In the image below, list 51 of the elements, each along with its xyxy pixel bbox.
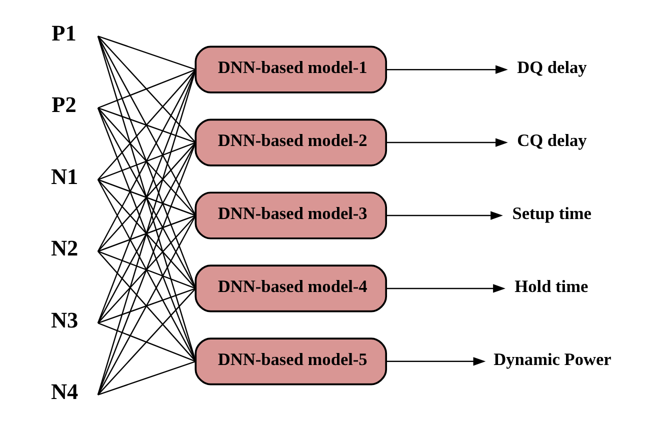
connector (96, 36, 196, 362)
node-box: DNN-based model-3 (194, 191, 387, 239)
node-text: Setup time (512, 203, 591, 222)
connector (96, 35, 196, 216)
connector (97, 250, 196, 289)
connector (97, 360, 196, 395)
connector (97, 250, 196, 362)
connector (97, 68, 196, 108)
connector (96, 178, 196, 362)
node-box: DNN-based model-1 (194, 45, 387, 93)
connector (96, 214, 196, 395)
connector (97, 142, 196, 252)
connector (97, 322, 196, 362)
connector (96, 142, 196, 395)
arrow (386, 356, 486, 366)
node-text: N3 (50, 306, 78, 332)
connector (97, 68, 196, 180)
node-text: N4 (50, 378, 78, 404)
node-text: CQ delay (516, 130, 586, 150)
connector (97, 214, 196, 323)
node-text: DQ delay (516, 57, 586, 76)
connector (97, 178, 196, 288)
arrow (386, 284, 505, 292)
connector (97, 178, 196, 216)
node-box: DNN-based model-4 (194, 264, 387, 312)
connector (96, 142, 196, 323)
connector (96, 68, 196, 252)
connector (97, 214, 196, 252)
node-text: P1 (51, 20, 76, 45)
connector (97, 288, 196, 395)
connector (97, 35, 196, 70)
arrow (386, 138, 508, 146)
connector (97, 141, 196, 180)
node-text: Hold time (514, 276, 588, 296)
node-text: Dynamic Power (493, 349, 611, 368)
connector (97, 287, 196, 324)
connector (96, 107, 196, 288)
node-text: N2 (50, 235, 78, 260)
connector (96, 68, 196, 323)
connector (97, 35, 196, 142)
connector (97, 107, 196, 216)
node-box: DNN-based model-2 (194, 118, 387, 166)
arrow (386, 210, 502, 220)
arrow (386, 64, 508, 74)
connector (96, 68, 196, 394)
connector (97, 106, 196, 143)
connector (96, 107, 196, 362)
connector (96, 35, 196, 288)
node-box: DNN-based model-5 (194, 337, 387, 385)
node-text: P2 (51, 92, 76, 117)
node-text: N1 (50, 163, 78, 188)
